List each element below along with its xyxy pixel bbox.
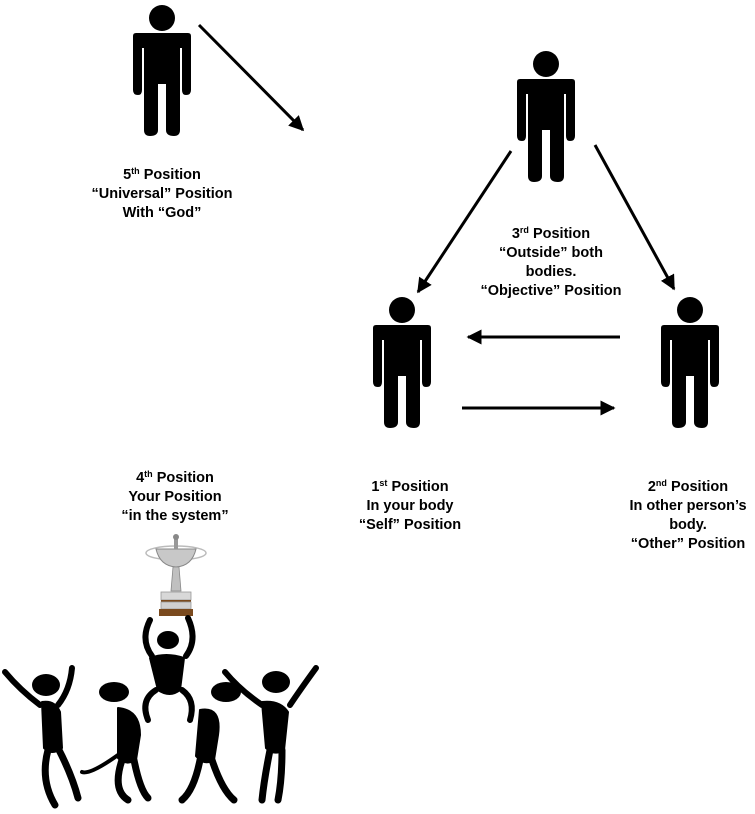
inner-right-figure bbox=[178, 682, 241, 804]
label-third-position: 3rd Position “Outside” both bodies. “Obj… bbox=[466, 225, 636, 301]
label-fifth-heading: 5th Position bbox=[123, 166, 201, 184]
label-second-position: 2nd Position In other person’s body. “Ot… bbox=[618, 478, 755, 554]
label-first-line-3: “Self” Position bbox=[358, 517, 462, 533]
left-figure bbox=[2, 665, 82, 809]
right-figure bbox=[222, 665, 319, 804]
label-third-line-2: “Outside” both bbox=[499, 245, 603, 261]
figure-first-position bbox=[373, 297, 431, 428]
label-first-position: 1st Position In your body “Self” Positio… bbox=[345, 478, 475, 535]
label-third-line-4: “Objective” Position bbox=[480, 283, 622, 299]
label-fourth-line-3: “in the system” bbox=[121, 508, 229, 524]
label-fourth-line-2: Your Position bbox=[128, 489, 222, 505]
label-fourth-position: 4th Position Your Position “in the syste… bbox=[100, 469, 250, 526]
label-first-heading: 1st Position bbox=[371, 478, 449, 496]
label-fourth-heading: 4th Position bbox=[136, 469, 214, 487]
trophy-icon bbox=[145, 534, 207, 616]
label-fifth-line-3: With “God” bbox=[122, 205, 202, 221]
label-first-line-2: In your body bbox=[366, 498, 454, 514]
center-figure bbox=[142, 615, 196, 723]
arrow-fifth-to-third bbox=[197, 23, 305, 132]
label-third-line-3: bodies. bbox=[525, 264, 577, 280]
label-second-line-2: In other person’s bbox=[629, 498, 747, 514]
arrow-third-to-first bbox=[416, 150, 513, 294]
label-second-line-3: body. bbox=[669, 517, 707, 533]
figure-fifth-position bbox=[133, 5, 191, 136]
figure-second-position bbox=[661, 297, 719, 428]
label-fifth-line-2: “Universal” Position bbox=[91, 186, 233, 202]
inner-left-figure bbox=[80, 682, 152, 804]
celebrating-team-illustration bbox=[2, 615, 319, 809]
figure-third-position bbox=[517, 51, 575, 182]
arrow-third-to-second bbox=[593, 144, 676, 291]
label-fifth-position: 5th Position “Universal” Position With “… bbox=[82, 166, 242, 223]
label-third-heading: 3rd Position bbox=[511, 225, 591, 243]
label-second-line-4: “Other” Position bbox=[630, 536, 746, 552]
label-second-heading: 2nd Position bbox=[647, 478, 729, 496]
